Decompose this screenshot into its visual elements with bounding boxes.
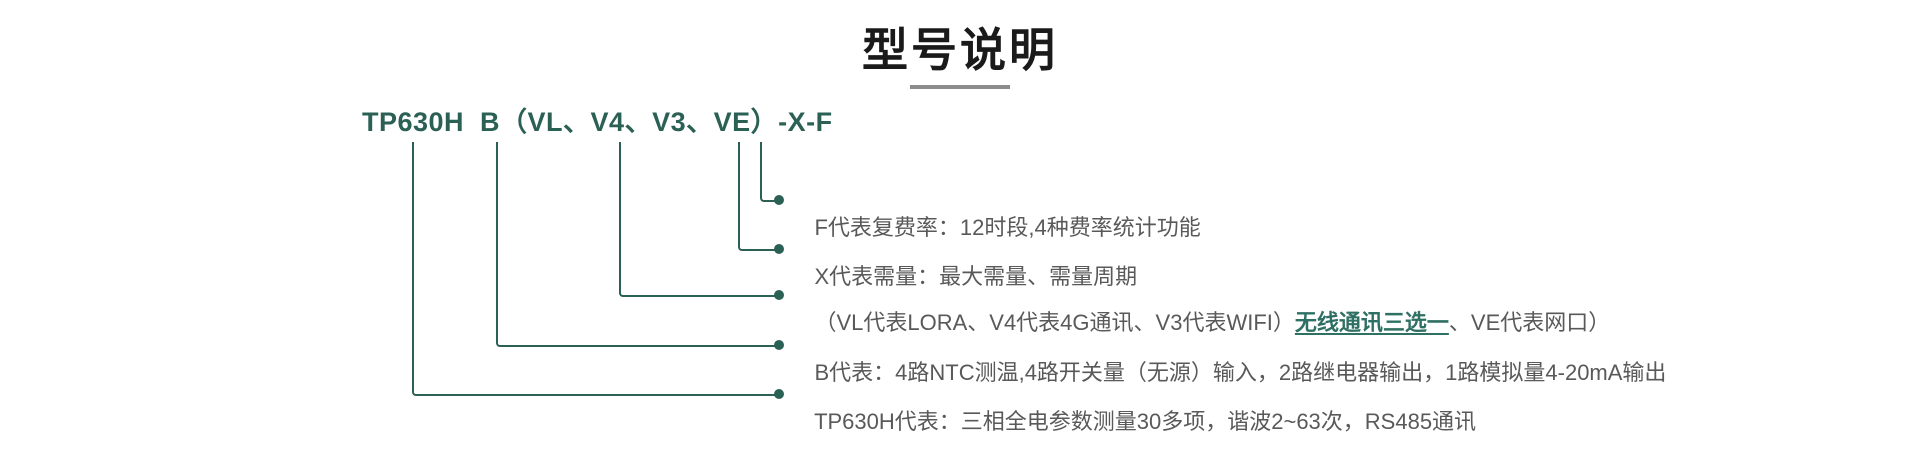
row-tp630h-text: TP630H代表：三相全电参数测量30多项，谐波2~63次，RS485通讯 <box>814 409 1477 434</box>
row-v-description: （VL代表LORA、V4代表4G通讯、V3代表WIFI）无线通讯三选一、VE代表… <box>790 281 1610 365</box>
bullet-x <box>774 244 784 254</box>
row-b-description: B代表：4路NTC测温,4路开关量（无源）输入，2路继电器输出，1路模拟量4-2… <box>790 331 1666 415</box>
row-v-text-before: （VL代表LORA、V4代表4G通讯、V3代表WIFI） <box>814 310 1295 335</box>
connector-line-v <box>619 142 778 297</box>
title-divider <box>910 85 1010 89</box>
model-code: TP630H B（VL、V4、V3、VE）-X-F <box>362 107 833 137</box>
connector-line-tp630h <box>412 142 778 396</box>
row-v-text-after: 、VE代表网口） <box>1448 310 1611 335</box>
row-f-text: F代表复费率：12时段,4种费率统计功能 <box>814 215 1201 240</box>
row-v-wireless-link[interactable]: 无线通讯三选一 <box>1294 310 1449 335</box>
row-x-description: X代表需量：最大需量、需量周期 <box>790 235 1137 319</box>
row-b-text: B代表：4路NTC测温,4路开关量（无源）输入，2路继电器输出，1路模拟量4-2… <box>814 360 1667 385</box>
connector-line-b <box>496 142 778 347</box>
bullet-f <box>774 195 784 205</box>
bullet-b <box>774 340 784 350</box>
row-tp630h-description: TP630H代表：三相全电参数测量30多项，谐波2~63次，RS485通讯 <box>790 380 1476 460</box>
connector-line-x <box>738 142 778 251</box>
connector-line-f <box>760 142 778 202</box>
page-title: 型号说明 <box>862 24 1058 76</box>
bullet-tp630h <box>774 389 784 399</box>
bullet-v <box>774 290 784 300</box>
row-x-text: X代表需量：最大需量、需量周期 <box>814 264 1138 289</box>
row-f-description: F代表复费率：12时段,4种费率统计功能 <box>790 186 1201 270</box>
